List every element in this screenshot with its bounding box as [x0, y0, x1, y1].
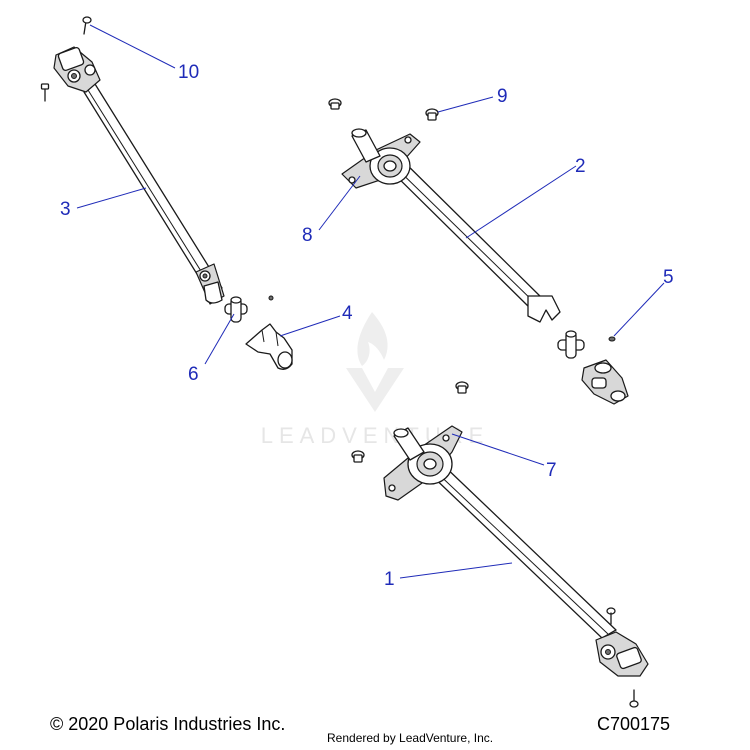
leader-2	[465, 165, 577, 239]
bolt-part-10[interactable]	[82, 16, 92, 35]
callout-3[interactable]: 3	[60, 199, 71, 220]
intermediate-shaft-part-2[interactable]	[341, 128, 561, 323]
leader-lines	[76, 24, 665, 579]
u-joint-cross-part-6[interactable]	[224, 295, 274, 323]
leader-1	[399, 562, 513, 579]
nut-upper[interactable]	[328, 98, 342, 110]
bolt-lower-upper[interactable]	[606, 607, 616, 625]
nut-lower-left[interactable]	[351, 450, 365, 463]
leader-6	[204, 313, 235, 365]
yoke-part-4[interactable]	[245, 323, 293, 370]
copyright-text: © 2020 Polaris Industries Inc.	[50, 714, 286, 734]
callout-4[interactable]: 4	[342, 303, 353, 324]
u-joint-yoke-right[interactable]	[581, 359, 629, 405]
lower-shaft-part-1[interactable]	[383, 425, 649, 677]
steering-shaft-part-3[interactable]	[53, 46, 225, 305]
watermark-v-icon	[346, 368, 404, 412]
leader-4	[279, 315, 341, 337]
callout-numbers: 10 9 2 3 8 5 4 6 7 1	[60, 62, 674, 590]
callout-8[interactable]: 8	[302, 225, 313, 246]
leader-7	[451, 433, 545, 466]
bolt-part-9[interactable]	[425, 108, 439, 121]
leader-3	[76, 187, 147, 209]
watermark-flame-icon	[357, 312, 388, 366]
callout-6[interactable]: 6	[188, 364, 199, 385]
callout-5[interactable]: 5	[663, 267, 674, 288]
callout-9[interactable]: 9	[497, 86, 508, 107]
callout-1[interactable]: 1	[384, 569, 395, 590]
callout-2[interactable]: 2	[575, 156, 586, 177]
rendered-by-text: Rendered by LeadVenture, Inc.	[327, 731, 494, 745]
callout-7[interactable]: 7	[546, 460, 557, 481]
bolt-left[interactable]	[40, 83, 50, 102]
leader-9	[437, 96, 494, 113]
u-joint-cross-right[interactable]	[557, 330, 585, 359]
leader-5	[613, 282, 665, 337]
leader-8	[318, 175, 361, 231]
bolt-lower-bottom[interactable]	[629, 689, 639, 708]
diagram-code: C700175	[597, 714, 671, 734]
pin-part-5[interactable]	[608, 336, 616, 342]
nut-middle[interactable]	[455, 381, 469, 394]
leader-10	[89, 24, 176, 69]
callout-10[interactable]: 10	[178, 62, 199, 83]
